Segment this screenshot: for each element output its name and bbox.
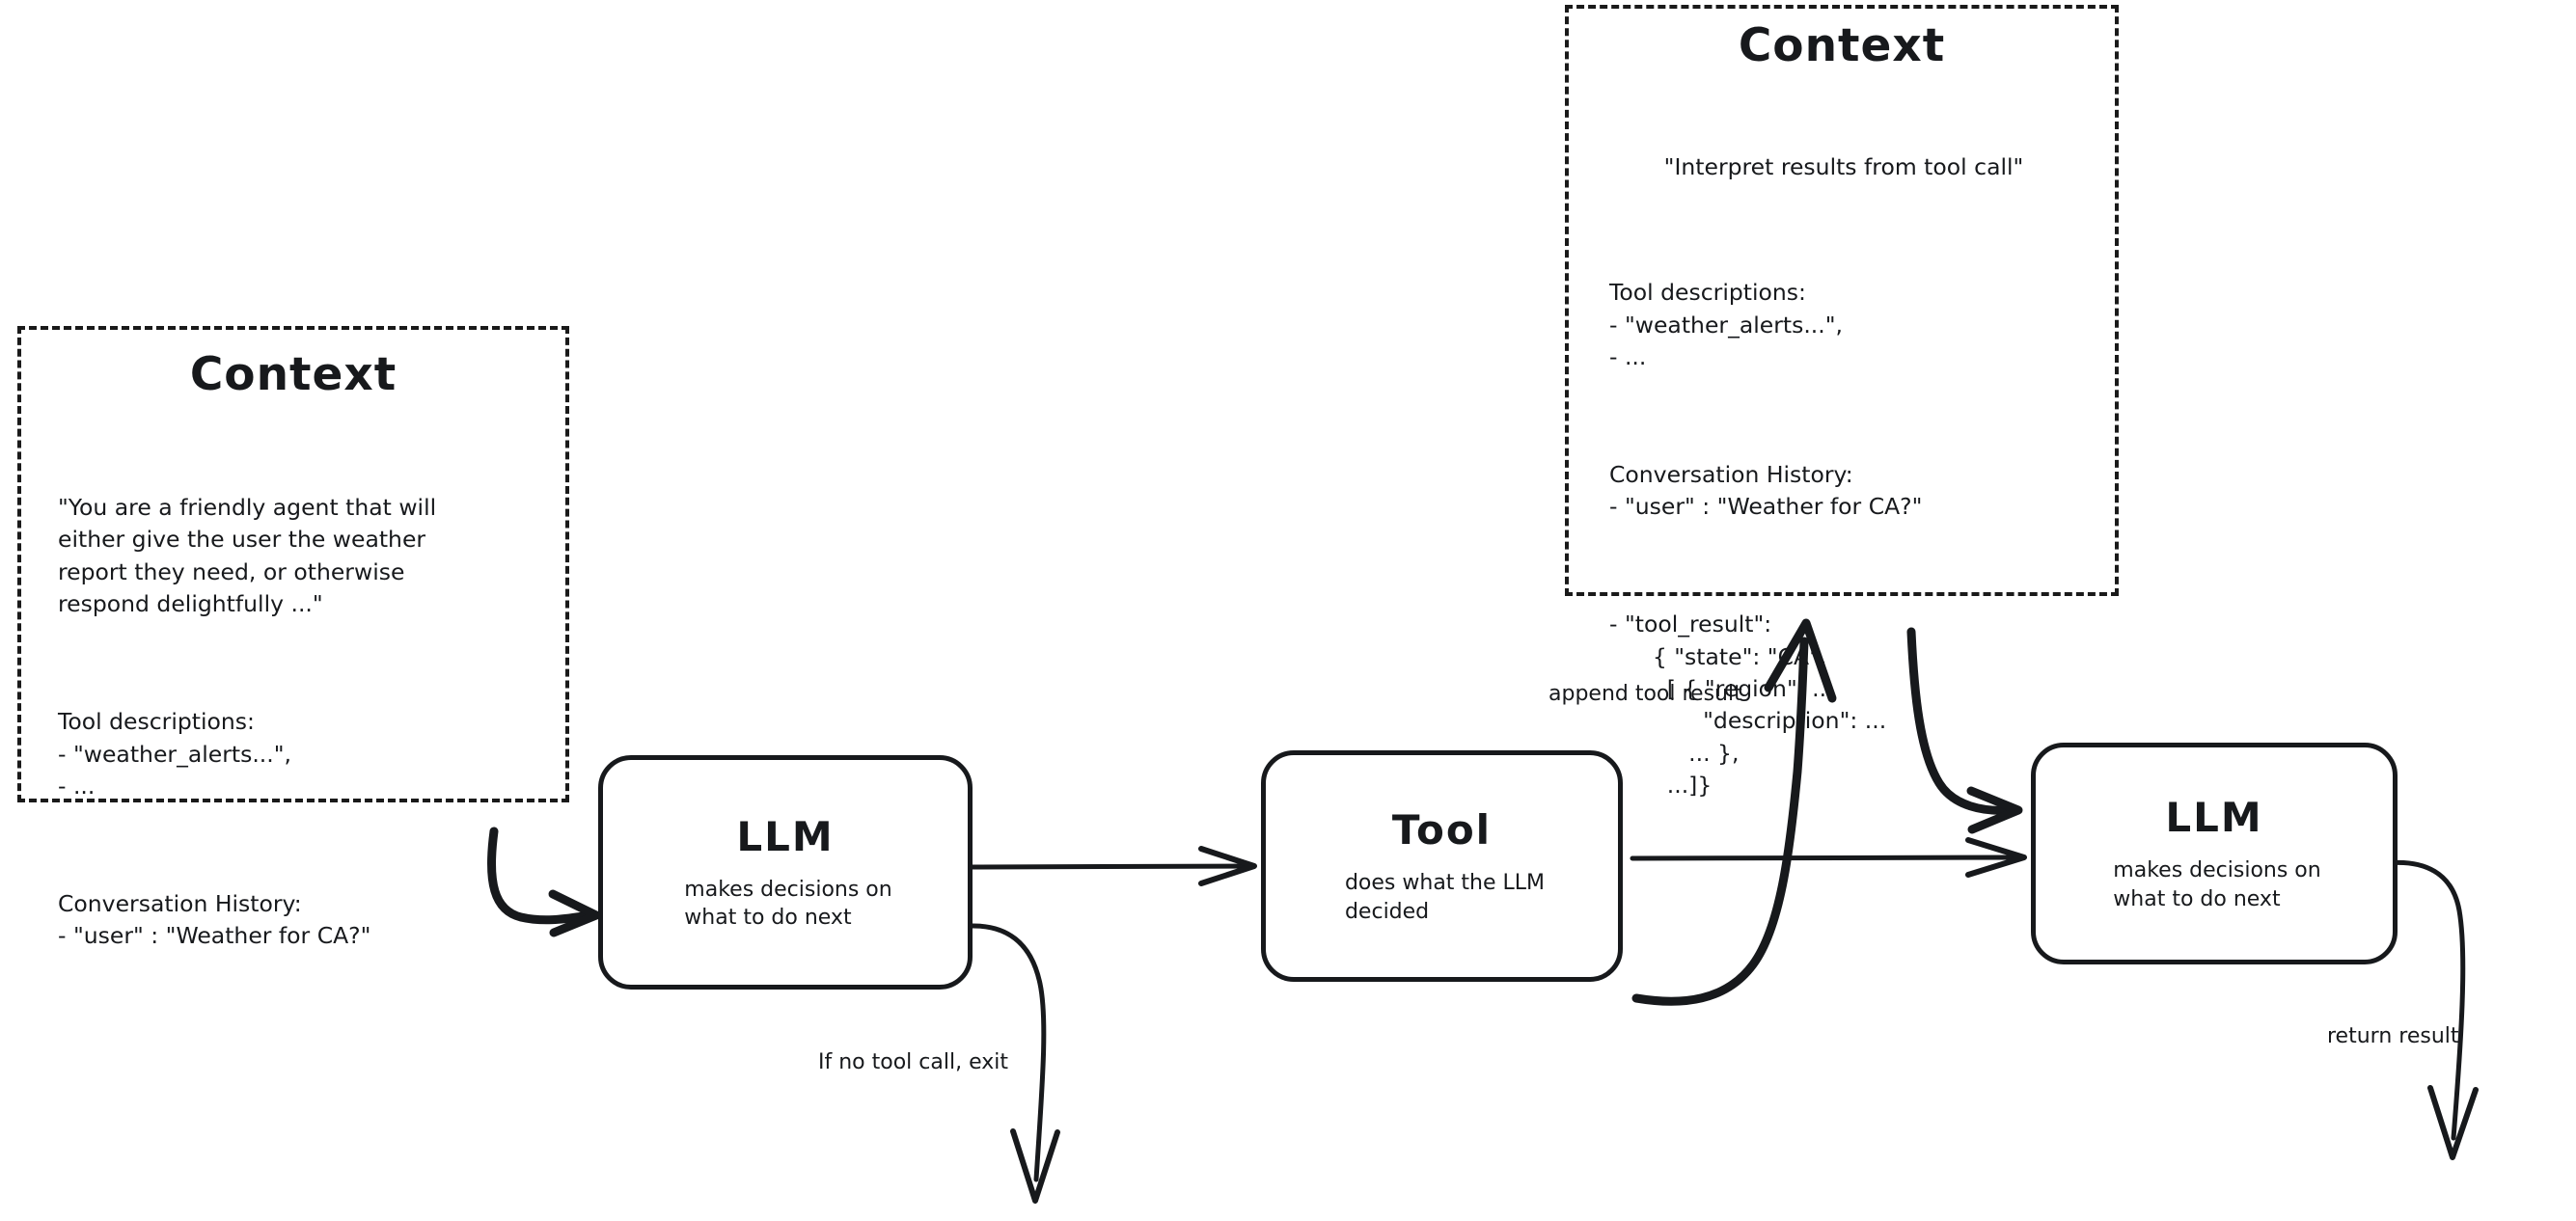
- context-tool-result: - "tool_result": { "state": "CA", [ { "r…: [1609, 610, 1887, 800]
- node-title: LLM: [736, 812, 835, 860]
- context-tool-descriptions: Tool descriptions: - "weather_alerts..."…: [1609, 279, 1844, 370]
- context-conversation-history: Conversation History: - "user" : "Weathe…: [1609, 460, 1923, 521]
- context-system-prompt: "You are a friendly agent that will eith…: [58, 494, 437, 618]
- context-box-after-tool: Context "Interpret results from tool cal…: [1565, 5, 2119, 799]
- arrow-llm2-return: [2383, 859, 2479, 1160]
- edge-label-if-no-tool-call-exit: If no tool call, exit: [818, 1050, 1008, 1074]
- context-title: Context: [189, 348, 397, 401]
- edge-label-append-tool-result: append tool result: [1548, 682, 1742, 706]
- context-title: Context: [1738, 19, 1946, 72]
- node-title: Tool: [1391, 806, 1493, 855]
- node-tool[interactable]: Tool does what the LLM decided: [1261, 750, 1623, 982]
- node-title: LLM: [2165, 794, 2263, 842]
- context-box-initial: Context "You are a friendly agent that w…: [17, 326, 569, 949]
- context-body: "You are a friendly agent that will eith…: [50, 427, 536, 1017]
- node-llm-first[interactable]: LLM makes decisions on what to do next: [598, 755, 973, 990]
- context-conversation-history: Conversation History: - "user" : "Weathe…: [58, 890, 371, 950]
- node-llm-second[interactable]: LLM makes decisions on what to do next: [2031, 743, 2398, 964]
- context-tool-descriptions: Tool descriptions: - "weather_alerts..."…: [58, 708, 292, 800]
- node-subtitle: does what the LLM decided: [1344, 871, 1546, 924]
- context-body: "Interpret results from tool call" Tool …: [1596, 87, 2088, 866]
- arrow-llm1-to-tool: [968, 846, 1257, 886]
- edge-label-return-result: return result: [2327, 1024, 2459, 1048]
- node-subtitle: makes decisions on what to do next: [684, 877, 892, 930]
- context-system-prompt: "Interpret results from tool call": [1663, 153, 2024, 181]
- node-subtitle: makes decisions on what to do next: [2113, 858, 2321, 911]
